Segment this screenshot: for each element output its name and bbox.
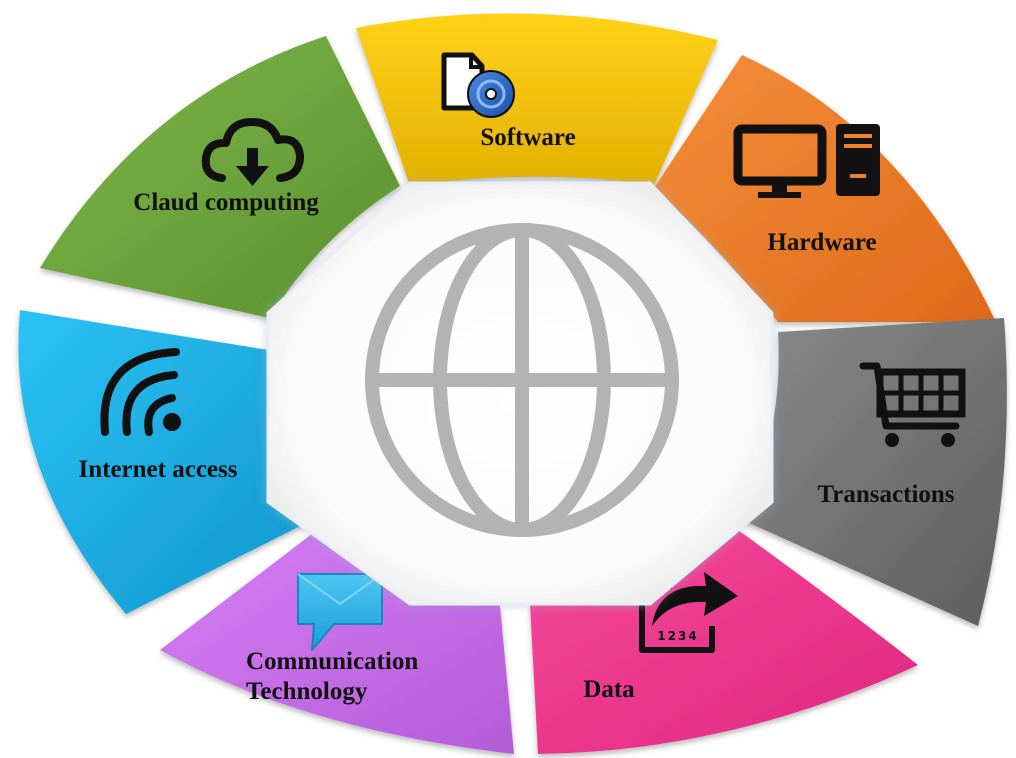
segment-software: Software (356, 13, 718, 186)
segment-cloud-label: Claud computing (133, 189, 319, 216)
segment-hardware: Hardware (654, 55, 996, 322)
segment-hardware-shape (654, 55, 996, 322)
cloud-download-icon (201, 118, 304, 186)
segment-transactions: Transactions (738, 318, 1007, 626)
segment-data-label: Data (583, 676, 635, 703)
center-hub (266, 181, 774, 606)
software-file-disc-icon (441, 52, 515, 118)
svg-text:1234: 1234 (657, 629, 698, 643)
globe-icon (365, 223, 679, 537)
shopping-cart-icon (859, 362, 966, 447)
segment-hardware-label: Hardware (767, 229, 876, 256)
segment-software-shape (356, 13, 718, 186)
segment-internet: Internet access (18, 310, 317, 614)
segment-internet-shape (18, 310, 317, 614)
segment-software-label: Software (480, 124, 575, 151)
wifi-signal-icon (100, 348, 181, 436)
segment-transactions-label: Transactions (817, 481, 954, 508)
desktop-computer-icon (733, 124, 880, 198)
segment-internet-label: Internet access (79, 456, 238, 483)
segment-cloud: Claud computing (40, 36, 400, 318)
